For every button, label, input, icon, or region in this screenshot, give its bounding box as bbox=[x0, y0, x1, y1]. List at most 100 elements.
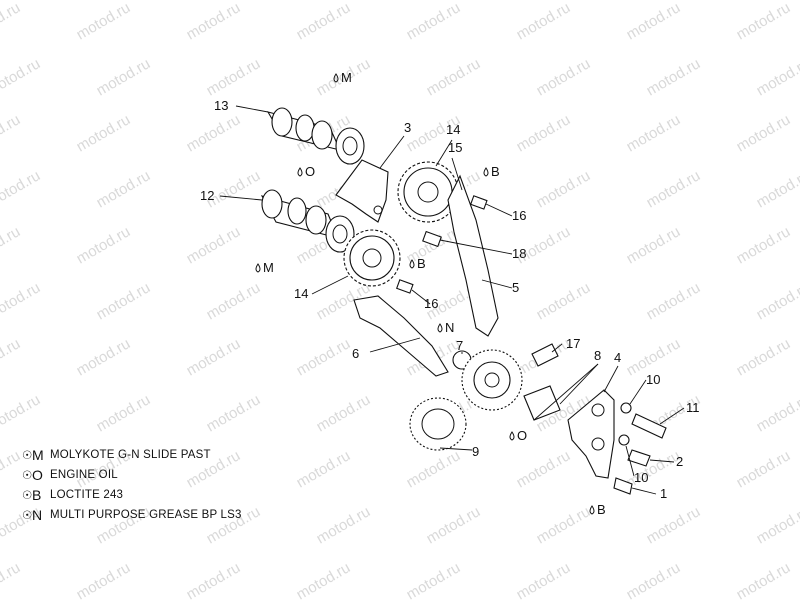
plate-hole-mid bbox=[591, 437, 605, 451]
leader-line bbox=[659, 407, 685, 425]
watermark-text: motod.ru bbox=[644, 55, 704, 99]
watermark-text: motod.ru bbox=[754, 279, 800, 323]
lubricant-code: M bbox=[341, 70, 352, 85]
leader-line bbox=[439, 447, 473, 451]
watermark-text: motod.ru bbox=[94, 391, 154, 435]
part-number-label: 7 bbox=[456, 338, 463, 353]
leader-line bbox=[631, 487, 657, 495]
watermark-text: motod.ru bbox=[624, 111, 684, 155]
watermark-text: motod.ru bbox=[734, 559, 794, 600]
bracket-hole bbox=[373, 205, 383, 215]
lubricant-mark: B bbox=[409, 256, 426, 271]
part-number-label: 6 bbox=[352, 346, 359, 361]
watermark-text: motod.ru bbox=[734, 447, 794, 491]
legend-text: MULTI PURPOSE GREASE BP LS3 bbox=[50, 509, 242, 521]
watermark-text: motod.ru bbox=[204, 391, 264, 435]
watermark-text: motod.ru bbox=[294, 559, 354, 600]
watermark-text: motod.ru bbox=[734, 335, 794, 379]
watermark-text: motod.ru bbox=[184, 335, 244, 379]
watermark-text: motod.ru bbox=[294, 0, 354, 43]
watermark-text: motod.ru bbox=[94, 279, 154, 323]
part-number-label: 16 bbox=[512, 208, 526, 223]
leader-line bbox=[551, 343, 563, 353]
watermark-text: motod.ru bbox=[644, 503, 704, 547]
legend-text: MOLYKOTE G-N SLIDE PAST bbox=[50, 449, 211, 461]
watermark-text: motod.ru bbox=[0, 0, 23, 43]
watermark-text: motod.ru bbox=[734, 223, 794, 267]
part-number-label: 14 bbox=[446, 122, 460, 137]
watermark-text: motod.ru bbox=[734, 0, 794, 43]
watermark-text: motod.ru bbox=[294, 447, 354, 491]
watermark-text: motod.ru bbox=[534, 503, 594, 547]
watermark-text: motod.ru bbox=[424, 503, 484, 547]
watermark-text: motod.ru bbox=[184, 0, 244, 43]
legend-code: N bbox=[32, 507, 43, 523]
drop-icon: ☉ bbox=[22, 490, 33, 502]
cam-bracket bbox=[335, 159, 389, 223]
watermark-text: motod.ru bbox=[754, 55, 800, 99]
plate-hole-top bbox=[591, 403, 605, 417]
watermark-text: motod.ru bbox=[314, 503, 374, 547]
watermark-text: motod.ru bbox=[0, 111, 23, 155]
legend-code: B bbox=[32, 487, 42, 503]
leader-line bbox=[559, 363, 599, 405]
leader-line bbox=[439, 239, 513, 255]
drop-icon: ☉ bbox=[22, 450, 33, 462]
part-number-label: 13 bbox=[214, 98, 228, 113]
drop-icon bbox=[483, 167, 489, 177]
lubricant-code: B bbox=[491, 164, 500, 179]
watermark-text: motod.ru bbox=[514, 0, 574, 43]
watermark-text: motod.ru bbox=[754, 503, 800, 547]
watermark-text: motod.ru bbox=[404, 0, 464, 43]
drop-icon bbox=[409, 259, 415, 269]
lubricant-code: N bbox=[445, 320, 454, 335]
watermark-text: motod.ru bbox=[404, 447, 464, 491]
part-number-label: 9 bbox=[472, 444, 479, 459]
leader-line bbox=[603, 365, 619, 393]
leader-line bbox=[481, 279, 513, 289]
watermark-text: motod.ru bbox=[0, 279, 43, 323]
lubricant-mark: O bbox=[297, 164, 315, 179]
part-number-label: 1 bbox=[660, 486, 667, 501]
watermark-text: motod.ru bbox=[644, 279, 704, 323]
watermark-text: motod.ru bbox=[0, 447, 23, 491]
gear-rear bbox=[409, 397, 467, 451]
watermark-text: motod.ru bbox=[74, 0, 134, 43]
bolt-11 bbox=[631, 413, 667, 439]
lubricant-mark: M bbox=[255, 260, 274, 275]
legend-code: O bbox=[32, 467, 43, 483]
part-number-label: 18 bbox=[512, 246, 526, 261]
watermark-text: motod.ru bbox=[204, 279, 264, 323]
bolt-2 bbox=[627, 449, 651, 467]
bolt-18 bbox=[422, 230, 442, 248]
watermark-text: motod.ru bbox=[0, 55, 43, 99]
leader-line bbox=[649, 459, 675, 463]
drop-icon: ☉ bbox=[22, 510, 33, 522]
legend-row-loctite: ☉ B LOCTITE 243 bbox=[22, 486, 123, 504]
lubricant-code: B bbox=[417, 256, 426, 271]
part-number-label: 5 bbox=[512, 280, 519, 295]
camshaft-lower bbox=[260, 189, 355, 253]
watermark-text: motod.ru bbox=[0, 223, 23, 267]
part-number-label: 8 bbox=[594, 348, 601, 363]
leader-line bbox=[533, 363, 599, 421]
part-number-label: 16 bbox=[424, 296, 438, 311]
washer-10-upper bbox=[620, 402, 632, 414]
watermark-text: motod.ru bbox=[74, 335, 134, 379]
watermark-text: motod.ru bbox=[0, 335, 23, 379]
watermark-text: motod.ru bbox=[204, 55, 264, 99]
sprocket-upper bbox=[397, 161, 459, 223]
watermark-text: motod.ru bbox=[314, 391, 374, 435]
pin bbox=[531, 343, 559, 367]
part-number-label: 14 bbox=[294, 286, 308, 301]
leader-line bbox=[379, 135, 405, 169]
leader-line bbox=[435, 139, 453, 167]
leader-line bbox=[451, 157, 463, 191]
watermark-text: motod.ru bbox=[184, 223, 244, 267]
part-number-label: 12 bbox=[200, 188, 214, 203]
watermark-text: motod.ru bbox=[184, 559, 244, 600]
watermark-text: motod.ru bbox=[514, 559, 574, 600]
part-number-label: 11 bbox=[686, 400, 700, 415]
lubricant-code: B bbox=[597, 502, 606, 517]
watermark-text: motod.ru bbox=[644, 167, 704, 211]
